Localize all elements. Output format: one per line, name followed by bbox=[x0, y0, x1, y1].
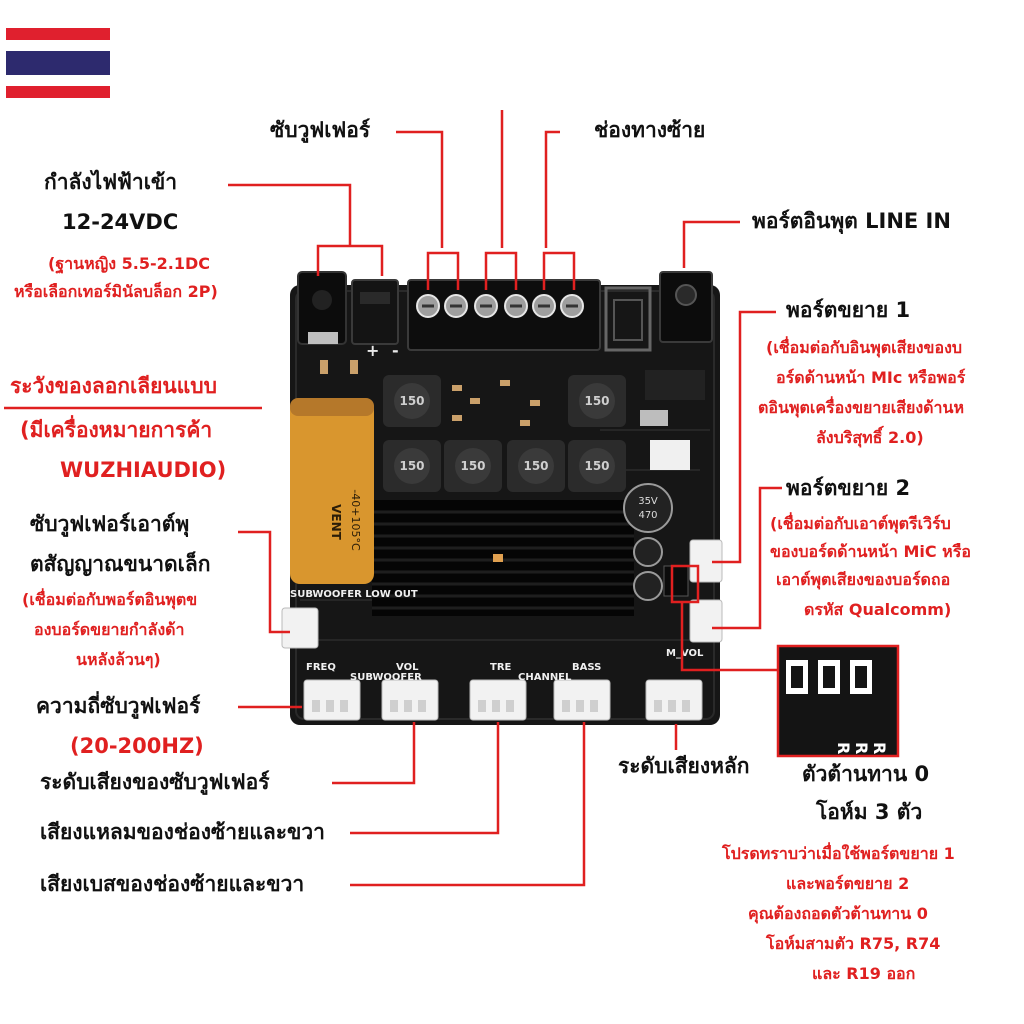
resistor-r19: R19 bbox=[870, 742, 889, 756]
resistor-r74: R74 bbox=[852, 742, 871, 756]
silk-bass: BASS bbox=[572, 662, 601, 673]
cap-small-voltage: 35V bbox=[638, 496, 658, 507]
minus-mark: - bbox=[392, 341, 399, 360]
label-resistor-title-2: โอห์ม 3 ตัว bbox=[816, 800, 923, 824]
label-resistor-note-1: โปรดทราบว่าเมื่อใช้พอร์ตขยาย 1 bbox=[722, 844, 955, 863]
resistor-r75: R75 bbox=[834, 742, 853, 756]
silk-tre: TRE bbox=[490, 662, 512, 673]
label-expansion-1: พอร์ตขยาย 1 bbox=[786, 298, 911, 322]
capacitor-temp-text: -40+105°C bbox=[349, 489, 362, 551]
label-sub-out-note-1: (เชื่อมต่อกับพอร์ตอินพุตข bbox=[22, 590, 198, 609]
label-power-input: กำลังไฟฟ้าเข้า bbox=[44, 170, 178, 194]
inductor-label: 150 bbox=[460, 459, 485, 473]
silk-m-vol: M_VOL bbox=[666, 648, 704, 659]
label-line-in: พอร์ตอินพุต LINE IN bbox=[752, 209, 951, 233]
label-sub-out-note-2: องบอร์ดขยายกำลังด้า bbox=[34, 620, 185, 639]
resistor-zoom-inset: R75 R74 R19 bbox=[778, 646, 898, 756]
label-warning-2: (มีเครื่องหมายการค้า bbox=[20, 418, 213, 442]
label-expansion-2-note-1: (เชื่อมต่อกับเอาต์พุตรีเวิร์บ bbox=[770, 514, 951, 533]
inductor-label: 150 bbox=[584, 459, 609, 473]
label-power-voltage: 12-24VDC bbox=[62, 210, 179, 234]
label-power-note-2: หรือเลือกเทอร์มินัลบล็อก 2P) bbox=[14, 282, 218, 301]
label-expansion-2-note-3: เอาต์พุตเสียงของบอร์ดถอ bbox=[776, 570, 951, 589]
label-main-volume: ระดับเสียงหลัก bbox=[618, 754, 750, 778]
cap-small-value: 470 bbox=[638, 510, 657, 521]
label-subwoofer: ซับวูฟเฟอร์ bbox=[270, 118, 371, 142]
thailand-flag-icon bbox=[6, 28, 110, 98]
label-sub-volume: ระดับเสียงของซับวูฟเฟอร์ bbox=[40, 770, 270, 794]
label-resistor-title-1: ตัวต้านทาน 0 bbox=[802, 762, 930, 786]
silk-channel: CHANNEL bbox=[518, 672, 572, 683]
label-expansion-2-note-2: ของบอร์ดด้านหน้า MiC หรือ bbox=[770, 542, 971, 561]
label-expansion-1-note-2: อร์ดด้านหน้า MIc หรือพอร์ bbox=[776, 368, 966, 387]
label-resistor-note-3: คุณต้องถอดตัวต้านทาน 0 bbox=[748, 904, 928, 923]
label-expansion-2-note-4: ดรหัส Qualcomm) bbox=[804, 600, 952, 619]
silk-freq: FREQ bbox=[306, 662, 336, 673]
capacitor-vent-text: VENT bbox=[329, 504, 343, 541]
label-left-channel: ช่องทางซ้าย bbox=[594, 118, 706, 142]
label-power-note-1: (ฐานหญิง 5.5-2.1DC bbox=[48, 254, 210, 273]
silk-subwoofer: SUBWOOFER bbox=[350, 672, 422, 683]
plus-mark: + bbox=[366, 341, 379, 360]
silk-vol: VOL bbox=[396, 662, 419, 673]
silk-subwoofer-low-out: SUBWOOFER LOW OUT bbox=[290, 589, 418, 600]
label-expansion-1-note-1: (เชื่อมต่อกับอินพุตเสียงของบ bbox=[766, 338, 963, 357]
inductor-label: 150 bbox=[399, 459, 424, 473]
inductor-label: 150 bbox=[523, 459, 548, 473]
label-warning-3: WUZHIAUDIO) bbox=[60, 458, 227, 482]
label-resistor-note-4: โอห์มสามตัว R75, R74 bbox=[766, 934, 941, 953]
inductor-label: 150 bbox=[584, 394, 609, 408]
label-expansion-1-note-4: ลังบริสุทธิ์ 2.0) bbox=[816, 428, 924, 447]
inductor-label: 150 bbox=[399, 394, 424, 408]
label-sub-freq-range: (20-200HZ) bbox=[70, 734, 204, 758]
label-sub-out-1: ซับวูฟเฟอร์เอาต์พุ bbox=[30, 512, 190, 536]
label-treble: เสียงแหลมของช่องซ้ายและขวา bbox=[40, 820, 325, 844]
label-resistor-note-5: และ R19 ออก bbox=[812, 964, 916, 983]
label-sub-freq: ความถี่ซับวูฟเฟอร์ bbox=[36, 694, 201, 718]
label-expansion-1-note-3: ตอินพุตเครื่องขยายเสียงด้านห bbox=[758, 398, 965, 417]
label-sub-out-note-3: นหลังล้วนๆ) bbox=[76, 650, 161, 669]
label-bass: เสียงเบสของช่องซ้ายและขวา bbox=[40, 872, 305, 896]
label-resistor-note-2: และพอร์ตขยาย 2 bbox=[786, 874, 910, 893]
label-warning-1: ระวังของลอกเลียนแบบ bbox=[10, 374, 217, 398]
label-sub-out-2: ตสัญญาณขนาดเล็ก bbox=[30, 552, 211, 576]
label-expansion-2: พอร์ตขยาย 2 bbox=[786, 476, 911, 500]
